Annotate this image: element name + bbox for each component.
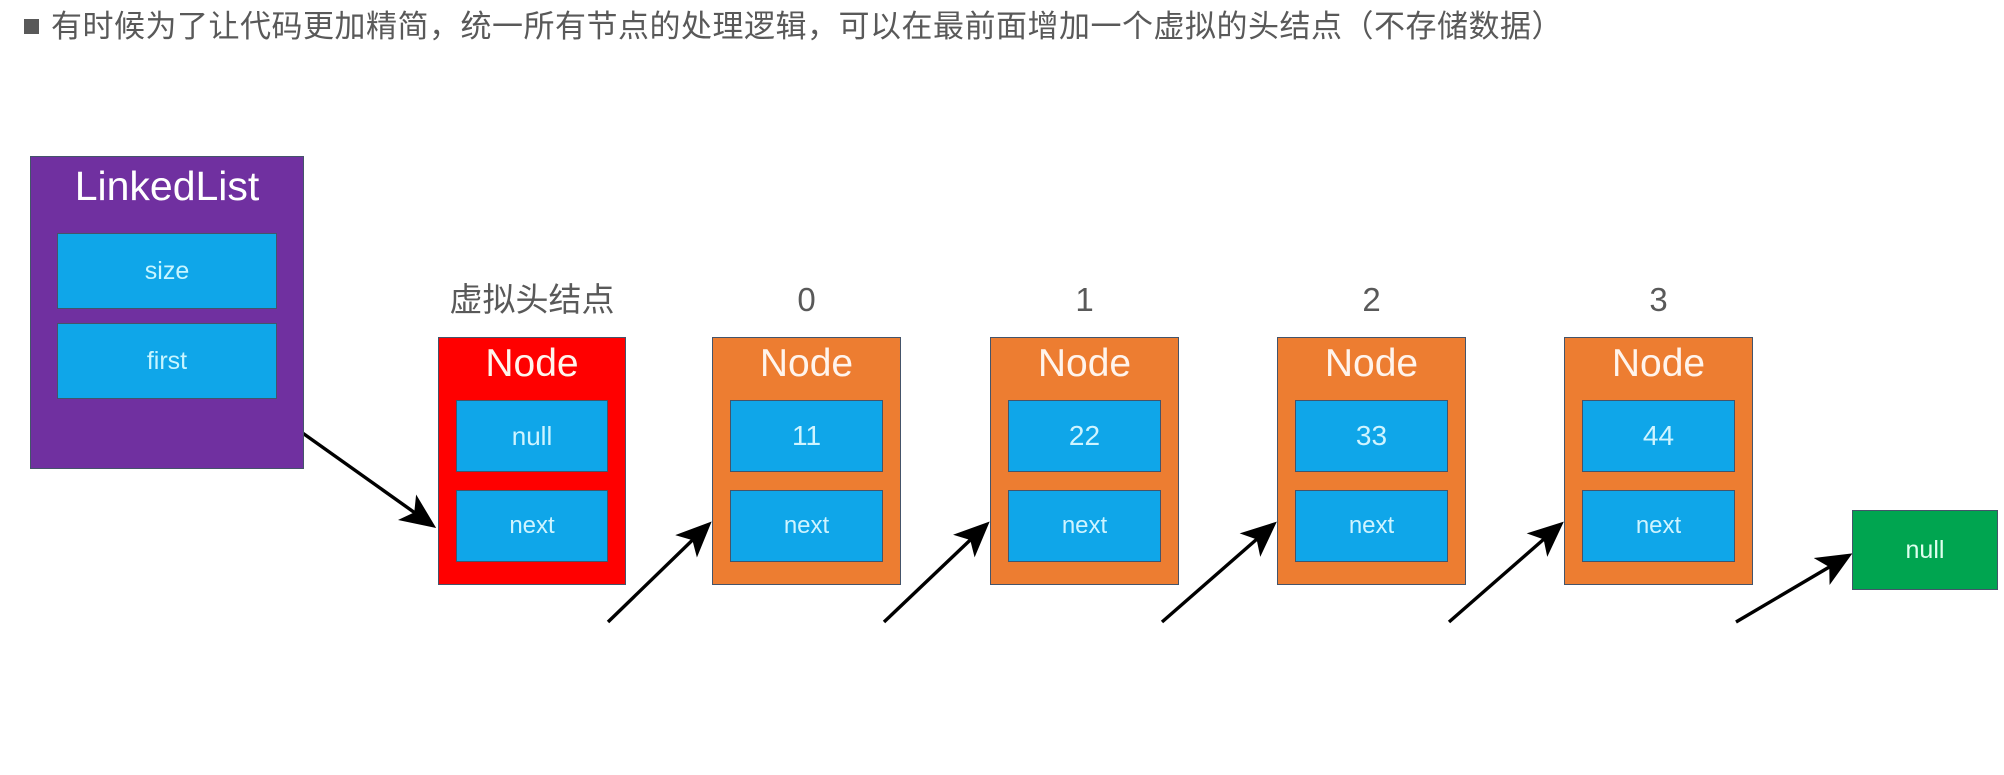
node-index-label-3: 3 [1649, 281, 1668, 318]
square-bullet-icon [24, 19, 39, 35]
node-next-cell: next [456, 490, 608, 562]
heading-line: 有时候为了让代码更加精简，统一所有节点的处理逻辑，可以在最前面增加一个虚拟的头结… [24, 8, 1563, 45]
node-0: Node 11 next [712, 337, 901, 585]
heading-text: 有时候为了让代码更加精简，统一所有节点的处理逻辑，可以在最前面增加一个虚拟的头结… [51, 9, 1563, 44]
node-value-cell: 33 [1295, 400, 1448, 472]
node-next-cell: next [1582, 490, 1735, 562]
node-value-cell: null [456, 400, 608, 472]
node-index-label-1: 1 [1075, 281, 1094, 318]
node-class-name: Node [1324, 342, 1419, 385]
node-1: Node 22 next [990, 337, 1179, 585]
node-class-name: Node [759, 342, 854, 385]
terminal-null-box: null [1852, 510, 1998, 590]
node-class-name: Node [1611, 342, 1706, 385]
linkedlist-title: LinkedList [74, 163, 260, 209]
node-next-cell: next [1008, 490, 1161, 562]
node-class-name: Node [1037, 342, 1132, 385]
node-class-name: Node [485, 342, 579, 385]
linkedlist-object: LinkedList size first [30, 156, 304, 469]
node-value-cell: 44 [1582, 400, 1735, 472]
node-2: Node 33 next [1277, 337, 1466, 585]
node-index-label-0: 0 [797, 281, 816, 318]
node-index-label-dummy: 虚拟头结点 [449, 281, 615, 318]
node-3: Node 44 next [1564, 337, 1753, 585]
linkedlist-field-first: first [57, 323, 277, 399]
node-value-cell: 22 [1008, 400, 1161, 472]
node-value-cell: 11 [730, 400, 883, 472]
node-next-cell: next [730, 490, 883, 562]
node-index-label-2: 2 [1362, 281, 1381, 318]
linkedlist-field-size: size [57, 233, 277, 309]
dummy-head-node: Node null next [438, 337, 626, 585]
node-next-cell: next [1295, 490, 1448, 562]
